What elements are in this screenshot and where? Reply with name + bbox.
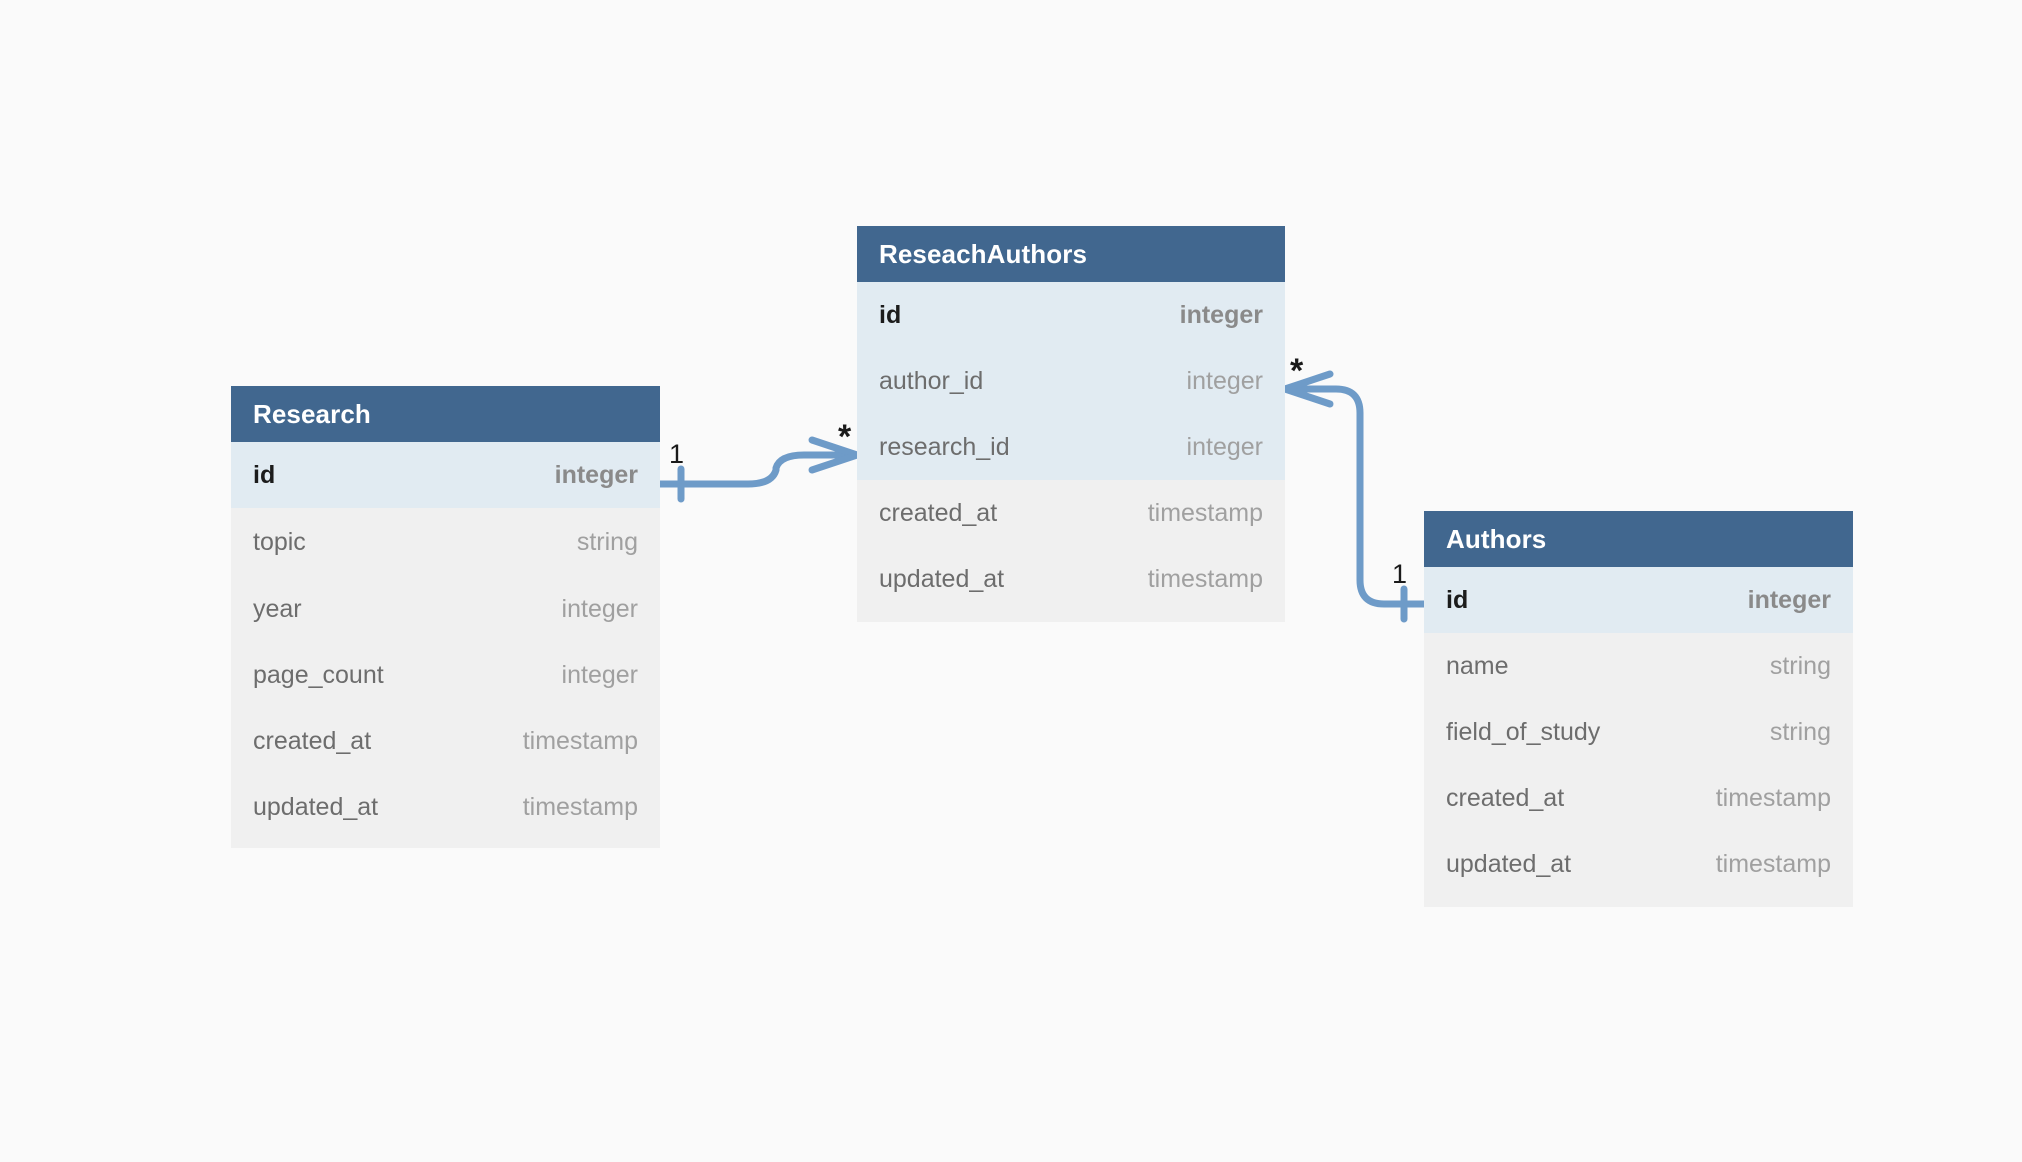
column-name: id xyxy=(879,300,902,329)
column-type: timestamp xyxy=(1715,849,1831,878)
cardinality-label-one-authors: 1 xyxy=(1392,559,1408,589)
column-name: page_count xyxy=(253,660,384,689)
column-row[interactable]: author_id integer xyxy=(857,348,1285,414)
column-row[interactable]: year integer xyxy=(231,576,660,642)
column-row[interactable]: id integer xyxy=(857,282,1285,348)
column-type: string xyxy=(1769,651,1831,680)
column-name: id xyxy=(253,460,276,489)
column-type: integer xyxy=(1186,366,1263,395)
column-type: timestamp xyxy=(1147,498,1263,527)
column-row[interactable]: created_at timestamp xyxy=(1424,765,1853,831)
column-name: created_at xyxy=(1446,783,1565,812)
column-type: string xyxy=(576,527,638,556)
column-row[interactable]: field_of_study string xyxy=(1424,699,1853,765)
entity-table-research[interactable]: Research id integer topic string year in… xyxy=(231,386,660,848)
column-name: year xyxy=(253,594,302,623)
column-row[interactable]: updated_at timestamp xyxy=(1424,831,1853,897)
column-name: updated_at xyxy=(1446,849,1572,878)
column-type: integer xyxy=(554,460,638,489)
column-row[interactable]: page_count integer xyxy=(231,642,660,708)
column-row[interactable]: name string xyxy=(1424,633,1853,699)
column-row[interactable]: updated_at timestamp xyxy=(857,546,1285,612)
column-name: name xyxy=(1446,651,1509,680)
entity-title-authors: Authors xyxy=(1424,511,1853,567)
entity-table-reseachauthors[interactable]: ReseachAuthors id integer author_id inte… xyxy=(857,226,1285,622)
entity-title-research: Research xyxy=(231,386,660,442)
column-row[interactable]: updated_at timestamp xyxy=(231,774,660,840)
column-row[interactable]: research_id integer xyxy=(857,414,1285,480)
column-name: research_id xyxy=(879,432,1010,461)
entity-table-authors[interactable]: Authors id integer name string field_of_… xyxy=(1424,511,1853,907)
relationship-line xyxy=(656,451,861,488)
cardinality-label-one-research: 1 xyxy=(669,439,685,469)
column-type: timestamp xyxy=(1147,564,1263,593)
column-name: updated_at xyxy=(253,792,379,821)
cardinality-label-many-authorid: * xyxy=(1290,352,1304,390)
column-type: string xyxy=(1769,717,1831,746)
entity-title-reseachauthors: ReseachAuthors xyxy=(857,226,1285,282)
column-row[interactable]: topic string xyxy=(231,508,660,576)
column-type: integer xyxy=(1747,585,1831,614)
column-name: author_id xyxy=(879,366,984,395)
column-type: integer xyxy=(1179,300,1263,329)
column-name: updated_at xyxy=(879,564,1005,593)
column-name: created_at xyxy=(879,498,998,527)
column-row[interactable]: id integer xyxy=(231,442,660,508)
column-name: created_at xyxy=(253,726,372,755)
column-name: topic xyxy=(253,527,306,556)
column-type: timestamp xyxy=(522,792,638,821)
column-type: integer xyxy=(1186,432,1263,461)
column-name: id xyxy=(1446,585,1469,614)
column-row[interactable]: id integer xyxy=(1424,567,1853,633)
column-type: timestamp xyxy=(1715,783,1831,812)
column-type: timestamp xyxy=(522,726,638,755)
cardinality-label-many-reseachauthors: * xyxy=(838,418,852,456)
column-type: integer xyxy=(561,660,638,689)
column-name: field_of_study xyxy=(1446,717,1601,746)
relationship-research-reseachauthors[interactable] xyxy=(656,436,861,503)
column-row[interactable]: created_at timestamp xyxy=(857,480,1285,546)
column-type: integer xyxy=(561,594,638,623)
column-row[interactable]: created_at timestamp xyxy=(231,708,660,774)
